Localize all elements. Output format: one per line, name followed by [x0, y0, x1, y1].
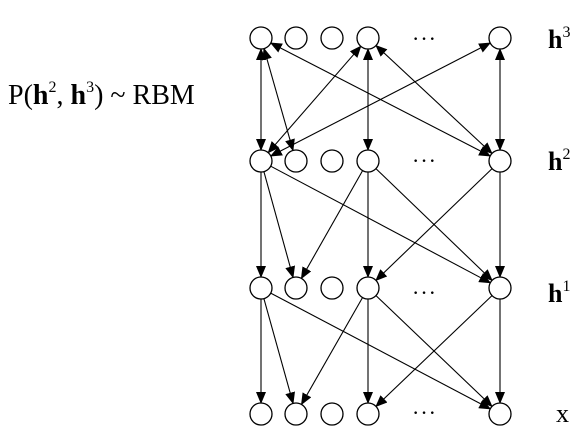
layer-label-x: x — [556, 399, 569, 428]
directed-edge-9 — [263, 171, 295, 279]
unit-x-0 — [249, 402, 273, 426]
directed-edge-11 — [300, 170, 364, 280]
unit-h1-1 — [284, 276, 308, 300]
directed-edge-18 — [270, 292, 492, 410]
layer-label-h3: h3 — [548, 24, 570, 54]
directed-edge-10 — [270, 165, 492, 284]
directed-edge-17 — [263, 298, 295, 405]
rbm-edge-2 — [267, 45, 362, 154]
layer-label-h1: h1 — [548, 278, 570, 308]
unit-h2-3 — [356, 149, 380, 173]
unit-h3-1 — [284, 26, 308, 50]
unit-h2-4 — [488, 149, 512, 173]
rbm-edge-6 — [375, 44, 493, 155]
unit-h3-2 — [320, 26, 344, 50]
ellipsis-h1: ··· — [412, 280, 437, 305]
unit-x-1 — [284, 402, 308, 426]
directed-edge-22 — [375, 295, 493, 408]
ellipsis-h3: ··· — [412, 26, 437, 51]
unit-x-4 — [488, 402, 512, 426]
unit-h1-4 — [488, 276, 512, 300]
ellipsis-x: ··· — [412, 400, 437, 425]
unit-x-3 — [356, 402, 380, 426]
directed-edge-19 — [301, 297, 363, 406]
unit-h2-1 — [284, 149, 308, 173]
unit-h3-4 — [488, 26, 512, 50]
unit-h2-0 — [249, 149, 273, 173]
unit-h3-0 — [249, 26, 273, 50]
rbm-formula: P(h2, h3) ~ RBM — [8, 79, 195, 111]
unit-h1-0 — [249, 276, 273, 300]
unit-h2-2 — [320, 149, 344, 173]
edges-group — [256, 42, 505, 410]
unit-h3-3 — [356, 26, 380, 50]
directed-edge-14 — [375, 168, 493, 282]
rbm-edge-1 — [262, 47, 295, 152]
ellipsis-h2: ··· — [412, 148, 437, 173]
layer-label-h2: h2 — [548, 146, 570, 176]
unit-h1-3 — [356, 276, 380, 300]
nodes-group — [249, 26, 512, 426]
unit-h1-2 — [320, 276, 344, 300]
unit-x-2 — [320, 402, 344, 426]
